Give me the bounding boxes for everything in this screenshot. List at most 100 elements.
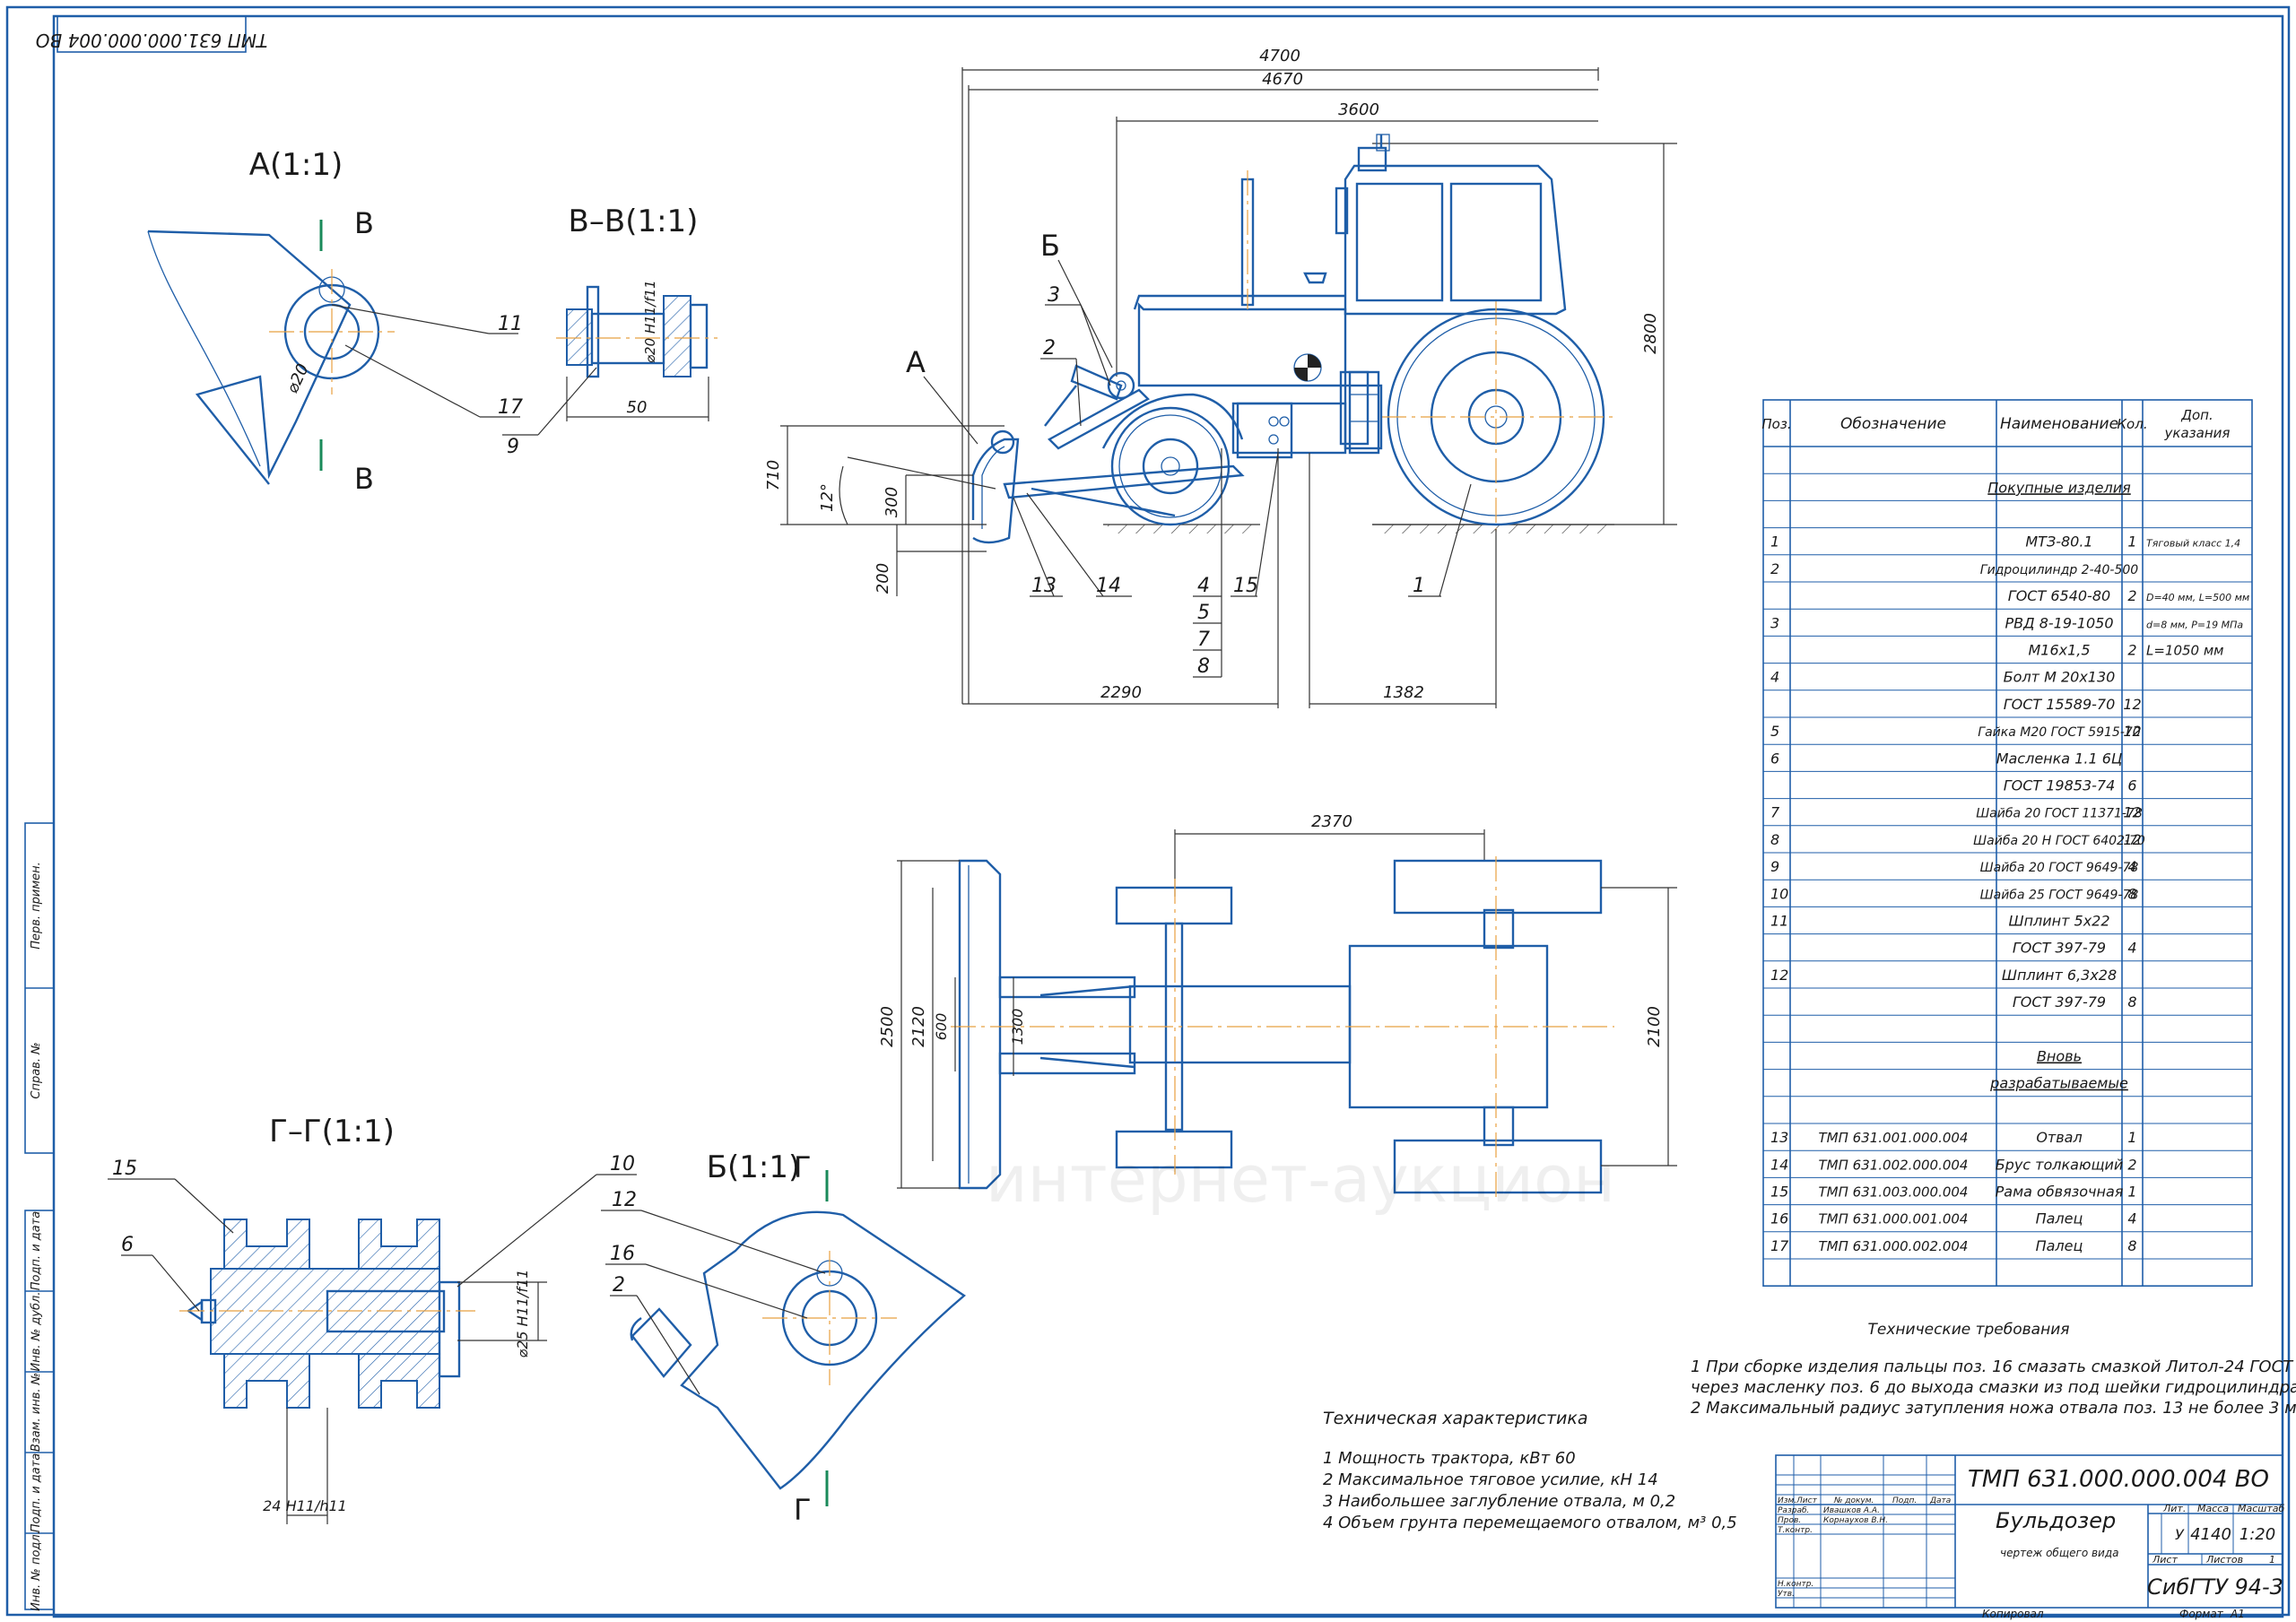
dim-d20fit: ⌀20 H11/f11 [642, 280, 658, 363]
lit-label: Лит. [2162, 1503, 2186, 1514]
spec-pos: 17 [1770, 1237, 1789, 1254]
spec-pos: 12 [1770, 967, 1788, 984]
mass-label: Масса [2197, 1503, 2229, 1514]
watermark: интернет-аукцион [986, 1141, 1615, 1217]
tech-char-line-2: 2 Максимальное тяговое усилие, кН 14 [1323, 1470, 1658, 1489]
format-label: Формат [2179, 1608, 2224, 1620]
spec-qty: 2 [2127, 642, 2136, 659]
tech-char-line-1: 1 Мощность трактора, кВт 60 [1323, 1449, 1576, 1468]
view-a-title: А(1:1) [249, 147, 344, 183]
sign-h-1: Изм. [1778, 1496, 1796, 1505]
spec-qty: 8 [2127, 885, 2136, 902]
spec-qty: 12 [2123, 831, 2141, 848]
title-block: Изм. Лист № докум. Подп. Дата Разраб. Ив… [1775, 1454, 2284, 1620]
spec-name: ГОСТ 15589-70 [2004, 696, 2116, 713]
spec-qty: 12 [2123, 723, 2141, 740]
sign-role-5: Утв. [1778, 1590, 1795, 1599]
spec-name: Болт М 20х130 [2004, 669, 2116, 686]
spec-qty: 4 [2127, 940, 2136, 957]
dim-3600: 3600 [1338, 100, 1379, 119]
dim-1300: 1300 [1009, 1009, 1026, 1045]
sheets-value: 1 [2269, 1554, 2275, 1566]
dim-710: 710 [764, 460, 783, 490]
spec-name: Шплинт 6,3х28 [2002, 967, 2117, 984]
spec-pos: 5 [1770, 723, 1779, 740]
callout-12: 12 [612, 1189, 637, 1211]
tech-char-title: Техническая характеристика [1323, 1409, 1587, 1428]
callout-1: 1 [1413, 575, 1425, 597]
dim-600: 600 [933, 1013, 950, 1041]
tech-char-line-3: 3 Наибольшее заглубление отвала, м 0,2 [1323, 1492, 1675, 1511]
scale-label: Масштаб [2238, 1503, 2284, 1514]
format-value: А1 [2230, 1608, 2245, 1620]
spec-name: Гидроцилиндр 2-40-500 [1980, 563, 2139, 577]
callout-2: 2 [1043, 337, 1056, 360]
spec-pos: 14 [1770, 1156, 1788, 1173]
strip-label-1: Перв. примен. [30, 862, 43, 950]
dim-2370: 2370 [1311, 812, 1352, 831]
view-vv-title: В–В(1:1) [569, 204, 699, 239]
spec-name: Гайка М20 ГОСТ 5915-70 [1978, 725, 2140, 740]
spec-name: Масленка 1.1 6Ц [1996, 750, 2123, 767]
callout-15-side: 15 [1233, 575, 1258, 597]
dim-4670: 4670 [1262, 70, 1303, 89]
spec-name: МТЗ-80.1 [2025, 533, 2092, 551]
view-b-title: Б(1:1) [707, 1149, 801, 1185]
top-view: 2370 2500 2120 600 1300 [878, 812, 1677, 1197]
sign-role-2: Пров. [1778, 1516, 1801, 1525]
spec-name: Рама обвязочная [1996, 1184, 2124, 1201]
dim-d20: ⌀20 [283, 361, 312, 396]
tech-requirements: Технические требования 1 При сборке изде… [1691, 1321, 2296, 1418]
copied-label: Копировал [1982, 1608, 2044, 1620]
spec-name: Отвал [2036, 1129, 2082, 1146]
tech-req-line-2: через масленку поз. 6 до выхода смазки и… [1691, 1378, 2296, 1397]
spec-code: ТМП 631.003.000.004 [1819, 1184, 1969, 1201]
spec-qty: 4 [2127, 1210, 2136, 1227]
callout-9: 9 [507, 436, 519, 458]
spec-qty: 1 [2127, 533, 2136, 551]
sheet-label: Лист [2152, 1554, 2178, 1566]
callout-16: 16 [610, 1243, 635, 1265]
callout-11: 11 [498, 313, 523, 335]
spec-name: Шайба 20 ГОСТ 11371-78 [1976, 807, 2143, 821]
spec-note: D=40 мм, L=500 мм [2146, 592, 2249, 603]
callout-13: 13 [1031, 575, 1057, 597]
dim-300: 300 [883, 487, 901, 517]
spec-pos: 3 [1770, 614, 1779, 631]
callout-14: 14 [1096, 575, 1121, 597]
spec-qty: 8 [2127, 1237, 2136, 1254]
spec-pos: 11 [1770, 913, 1788, 930]
view-gg: Г–Г(1:1) ⌀25 H11/f11 24 H11/h11 15 6 10 [108, 1114, 637, 1524]
title-designation: ТМП 631.000.000.004 ВО [1968, 1466, 2269, 1493]
title-name: Бульдозер [1996, 1508, 2116, 1533]
spec-pos: 10 [1770, 885, 1788, 902]
strip-label-4: Инв. № дубл. [30, 1292, 43, 1372]
tech-req-title: Технические требования [1868, 1321, 2070, 1339]
spec-name: Шайба 25 ГОСТ 9649-78 [1980, 888, 2139, 902]
callout-7: 7 [1197, 629, 1210, 651]
tech-req-line-3: 2 Максимальный радиус затупления ножа от… [1691, 1399, 2296, 1418]
callout-4: 4 [1197, 575, 1210, 597]
dim-12deg: 12° [818, 483, 837, 512]
mark-a: А [906, 345, 926, 379]
sign-role-4: Н.контр. [1778, 1580, 1813, 1589]
spec-code: ТМП 631.000.001.004 [1819, 1211, 1969, 1227]
spec-pos: 1 [1770, 533, 1779, 551]
spec-pos: 8 [1770, 831, 1779, 848]
rotated-stamp: ТМП 631.000.000.004 ВО [36, 15, 267, 53]
sign-h-2: Лист [1796, 1496, 1818, 1505]
spec-header-qty: Кол. [2117, 416, 2147, 432]
spec-pos: 6 [1770, 750, 1779, 767]
dim-200: 200 [874, 563, 892, 594]
dim-2120: 2120 [909, 1006, 928, 1047]
dim-50: 50 [627, 398, 648, 417]
dim-4700: 4700 [1259, 47, 1300, 65]
cut-v-top: В [354, 206, 374, 240]
strip-label-2: Справ. № [30, 1042, 43, 1098]
sign-role-1: Разраб. [1778, 1506, 1809, 1515]
scale-value: 1:20 [2239, 1525, 2275, 1544]
spec-name: ГОСТ 19853-74 [2004, 777, 2116, 794]
spec-name: разрабатываемые [1989, 1075, 2128, 1092]
spec-code: ТМП 631.001.000.004 [1819, 1130, 1969, 1146]
